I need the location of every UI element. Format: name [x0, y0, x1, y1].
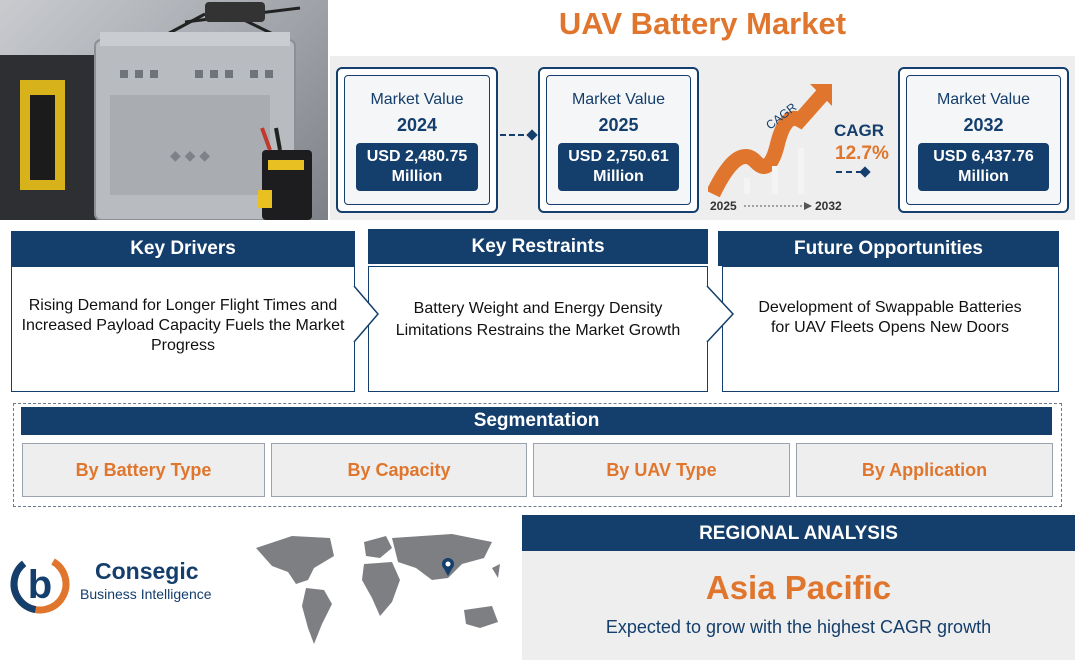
future-opportunities-text: Development of Swappable Batteries for U…	[758, 299, 1022, 336]
segment-capacity: By Capacity	[271, 443, 527, 497]
consegic-logo: b	[10, 554, 70, 614]
logo-letter: b	[28, 563, 52, 607]
stat-year: 2032	[963, 115, 1004, 135]
future-opportunities-panel	[722, 266, 1059, 392]
stat-value-amount: USD 2,480.75	[366, 148, 468, 165]
segment-battery-type: By Battery Type	[22, 443, 265, 497]
key-drivers-header: Key Drivers	[11, 231, 355, 266]
battery-photo: ◆ ◆ ◆	[0, 0, 328, 220]
stat-value-unit: Million	[958, 168, 1009, 185]
timeline-arrow	[744, 202, 812, 210]
stat-year: 2024	[396, 115, 438, 135]
stat-card-2025: Market Value 2025 USD 2,750.61 Million	[538, 67, 699, 213]
key-restraints-text: Battery Weight and Energy Density Limita…	[395, 300, 681, 339]
stat-value-unit: Million	[391, 168, 443, 185]
cagr-growth-icon: CAGR	[708, 84, 832, 198]
cagr-end-year: 2032	[815, 199, 842, 213]
regional-header: REGIONAL ANALYSIS	[522, 515, 1075, 551]
cagr-value: 12.7%	[835, 143, 889, 164]
segmentation-header: Segmentation	[21, 407, 1052, 435]
stat-value: USD 2,480.75 Million	[356, 143, 478, 191]
stat-label: Market Value	[936, 91, 1031, 108]
world-map-icon	[256, 534, 500, 644]
stat-year: 2025	[598, 115, 639, 135]
stat-card-2024: Market Value 2024 USD 2,480.75 Million	[336, 67, 498, 213]
svg-text:◆ ◆ ◆: ◆ ◆ ◆	[170, 147, 210, 163]
brand-name: Consegic	[95, 558, 199, 584]
stat-value: USD 2,750.61 Million	[558, 143, 679, 191]
dashed-connector	[500, 134, 533, 136]
stat-label: Market Value	[571, 91, 666, 108]
chevron-right-icon	[706, 285, 735, 343]
key-restraints-header: Key Restraints	[368, 229, 708, 264]
stat-value: USD 6,437.76 Million	[918, 143, 1049, 191]
stat-value-amount: USD 2,750.61	[568, 148, 669, 165]
cagr-label: CAGR	[834, 121, 885, 140]
stat-card-2032: Market Value 2032 USD 6,437.76 Million	[898, 67, 1069, 213]
key-drivers-text: Rising Demand for Longer Flight Times an…	[21, 297, 345, 354]
chevron-right-icon	[353, 285, 379, 343]
segment-uav-type: By UAV Type	[533, 443, 790, 497]
stat-label: Market Value	[370, 91, 464, 108]
key-drivers-panel	[11, 266, 355, 392]
stat-value-amount: USD 6,437.76	[933, 148, 1034, 165]
cagr-start-year: 2025	[710, 199, 737, 213]
region-description: Expected to grow with the highest CAGR g…	[605, 617, 992, 637]
segmentation-box	[13, 403, 1062, 507]
future-opportunities-header: Future Opportunities	[718, 231, 1059, 266]
page-title: UAV Battery Market	[558, 6, 847, 41]
brand-subtitle: Business Intelligence	[80, 586, 212, 602]
key-restraints-panel	[368, 266, 708, 392]
region-name: Asia Pacific	[705, 569, 892, 606]
dashed-connector	[836, 171, 862, 173]
segment-application: By Application	[796, 443, 1053, 497]
stat-value-unit: Million	[593, 168, 644, 185]
